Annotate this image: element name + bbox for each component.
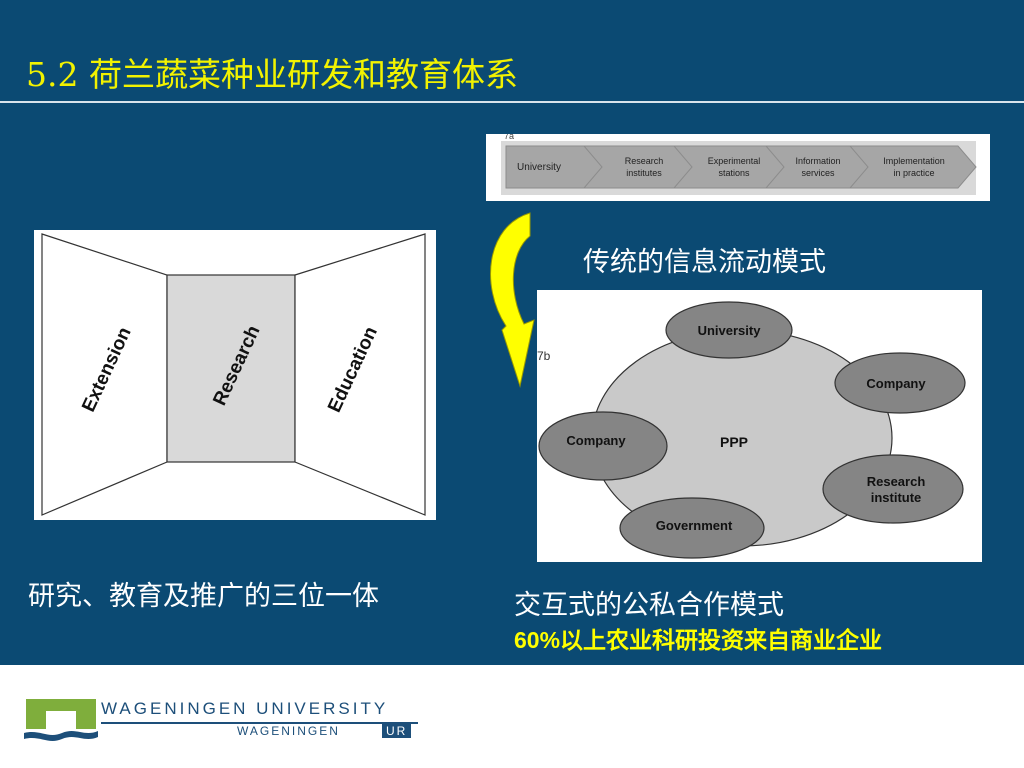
linear-chain-diagram: 7a University Research institutes Experi… [486,134,990,201]
ppp-node-label: University [698,323,762,338]
chain-step-label: University [517,162,561,173]
ppp-corner-label: 7b [537,349,551,363]
linear-chain-figure: 7a University Research institutes Experi… [486,134,990,201]
footer: WAGENINGEN UNIVERSITY WAGENINGEN UR [0,665,1024,768]
room-diagram: Extension Research Education [34,230,436,520]
room-right-wall [294,233,426,516]
title-divider [0,101,1024,103]
logo-divider [101,722,418,724]
chain-corner-label: 7a [504,134,514,141]
chain-step-label: institutes [626,168,662,178]
chain-step-label: services [801,168,835,178]
linear-model-caption: 传统的信息流动模式 [583,247,826,278]
ppp-node-label: Company [866,376,926,391]
chain-step-label: Experimental [708,156,761,166]
ur-wordmark: WAGENINGEN [237,724,340,738]
slide-canvas: 5.2 荷兰蔬菜种业研发和教育体系 7a University Research… [0,0,1024,665]
chain-step-label: stations [718,168,750,178]
ppp-node-label: Government [656,518,733,533]
wageningen-logo-icon [24,699,98,741]
university-name: WAGENINGEN UNIVERSITY [101,699,389,718]
investment-highlight: 60%以上农业科研投资来自商业企业 [514,627,883,653]
ppp-node-university [665,301,793,359]
ppp-figure: 7b PPP University Company Company Resear… [537,290,982,562]
ppp-node-government [619,497,765,559]
triad-caption: 研究、教育及推广的三位一体 [28,581,379,612]
chain-step-label: Implementation [883,156,945,166]
curved-arrow-icon [490,212,535,388]
slide-title: 5.2 荷兰蔬菜种业研发和教育体系 [26,55,518,94]
ppp-center-label: PPP [720,434,748,450]
ppp-node-label: institute [871,490,922,505]
ppp-node-label: Research [867,474,926,489]
chain-step-implementation [848,145,977,189]
room-figure: Extension Research Education [34,230,436,520]
ppp-node-label: Company [566,433,626,448]
ppp-model-caption: 交互式的公私合作模式 [514,590,784,621]
ppp-node-company-left [538,411,668,481]
room-center-wall [166,274,296,463]
ppp-node-company-right [834,352,966,414]
ppp-node-research-institute [822,454,964,524]
chain-step-label: Information [795,156,840,166]
chain-step-label: in practice [893,168,934,178]
ur-badge: UR [382,724,412,738]
ppp-diagram: 7b PPP University Company Company Resear… [537,290,982,562]
chain-step-label: Research [625,156,664,166]
